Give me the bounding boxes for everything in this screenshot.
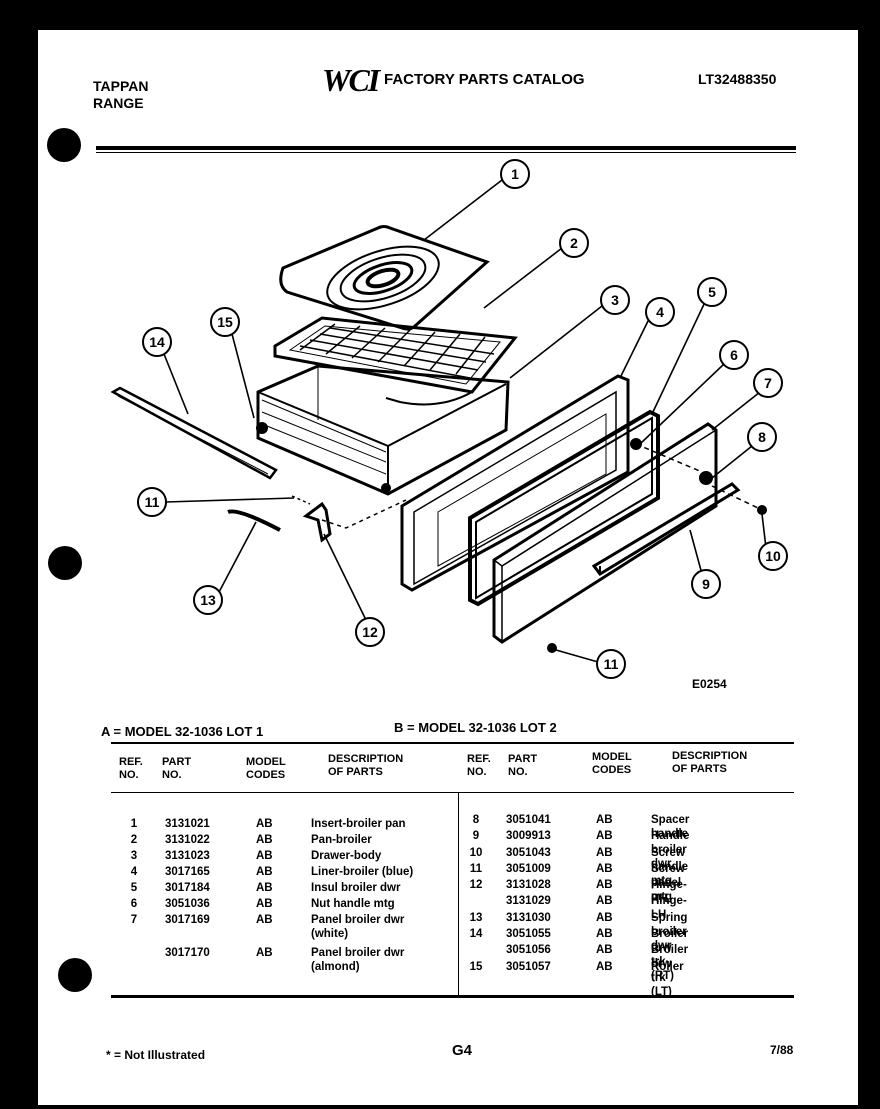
model-a-label: A = MODEL 32-1036 LOT 1 (101, 724, 264, 739)
page-number: G4 (452, 1042, 473, 1059)
callout-7: 7 (764, 375, 772, 391)
callout-12: 12 (362, 624, 378, 640)
exploded-view-diagram: 1 2 3 4 5 6 7 8 9 10 11 11 12 13 14 15 E… (110, 159, 788, 691)
callout-3: 3 (611, 292, 619, 308)
revision-date: 7/88 (770, 1043, 794, 1057)
table-top-rule (111, 742, 794, 744)
liner-broiler-part (400, 374, 630, 592)
brand-line2: RANGE (93, 95, 144, 111)
catalog-title: FACTORY PARTS CATALOG (384, 71, 585, 88)
callout-9: 9 (702, 576, 710, 592)
hinge-part (302, 501, 332, 543)
callout-14: 14 (149, 334, 165, 350)
punch-hole-bottom (58, 958, 92, 992)
column-divider (458, 792, 459, 996)
callout-11-bottom: 11 (604, 656, 619, 672)
panel-broiler-part (492, 422, 718, 644)
handle-broiler-part (591, 482, 741, 576)
callout-15: 15 (217, 314, 233, 330)
callout-5: 5 (708, 284, 716, 300)
insul-broiler-part (468, 409, 660, 607)
drawer-track-part (110, 386, 278, 480)
callout-11-top: 11 (145, 494, 160, 510)
not-illustrated-note: * = Not Illustrated (106, 1048, 206, 1062)
header-rule (96, 146, 796, 150)
catalog-sheet (38, 30, 858, 1105)
callout-2: 2 (570, 235, 578, 251)
table-bottom-rule (111, 995, 794, 998)
punch-hole-middle (48, 546, 82, 580)
brand-block: TAPPAN RANGE (93, 78, 148, 112)
broiler-pan-part (273, 316, 518, 406)
callout-1: 1 (511, 166, 519, 182)
spring-part (227, 509, 281, 532)
callout-8: 8 (758, 429, 766, 445)
header-rule-thin (96, 152, 796, 153)
callout-6: 6 (730, 347, 738, 363)
col-ref-right: REF.NO. (467, 753, 491, 778)
drawer-body-part (256, 364, 510, 496)
callout-10: 10 (765, 548, 781, 564)
logo-text: WCI (322, 62, 380, 98)
insert-broiler-pan-part (279, 225, 490, 331)
callout-4: 4 (656, 304, 664, 320)
col-ref-left: REF.NO. (119, 756, 143, 781)
catalog-number: LT32488350 (698, 71, 777, 87)
drawing-code: E0254 (692, 677, 727, 691)
callout-13: 13 (200, 592, 216, 608)
brand-line1: TAPPAN (93, 78, 149, 94)
punch-hole-top (47, 128, 81, 162)
wci-logo: WCI (322, 62, 380, 99)
model-b-label: B = MODEL 32-1036 LOT 2 (394, 720, 557, 735)
header-under-rule (111, 792, 794, 793)
